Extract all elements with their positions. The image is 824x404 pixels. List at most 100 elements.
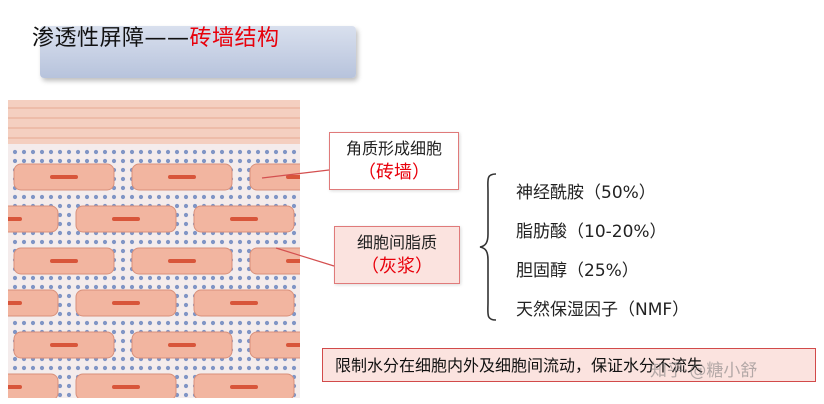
lipid-dot [255,239,261,245]
lipid-dot [147,275,153,281]
lipid-dot [228,356,234,362]
lipid-dot [246,248,252,254]
lipid-dot [12,149,18,155]
lipid-dot [183,374,189,380]
lipid-dot [66,194,72,200]
lipid-dot [48,320,54,326]
lipid-dot [156,275,162,281]
lipid-dot [120,338,126,344]
lipid-dot [66,275,72,281]
lipid-dot [138,365,144,371]
summary-note: 限制水分在细胞内外及细胞间流动，保证水分不流失 [322,348,816,382]
lipid-dot [48,284,54,290]
lipid-dot [93,239,99,245]
lipid-dot [201,320,207,326]
lipid-dot [75,158,81,164]
lipid-dot [210,275,216,281]
lipid-dot [282,239,288,245]
lipid-dot [291,275,297,281]
lipid-dot [57,311,63,317]
lipid-dot [120,176,126,182]
cell-nucleus [8,301,22,305]
cell-brick [8,373,59,398]
lipid-dot [192,284,198,290]
lipid-dot [84,149,90,155]
cell-nucleus [230,385,258,389]
lipid-dot [282,365,288,371]
lipid-dot [129,275,135,281]
lipid-dot [174,239,180,245]
lipid-dot [192,275,198,281]
lipid-dot [93,158,99,164]
lipid-dot [57,392,63,398]
lipid-dot [21,320,27,326]
lipid-dot [129,284,135,290]
lipid-dot [291,203,297,209]
lipid-dot [210,320,216,326]
lipid-dot [12,365,18,371]
lipid-dot [174,149,180,155]
lipid-dot [183,221,189,227]
cell-nucleus [230,217,258,221]
lipid-dot [291,194,297,200]
lipid-dot [21,239,27,245]
lipid-dot [138,158,144,164]
lipid-dot [57,284,63,290]
lipid-dot [255,149,261,155]
lipid-dot [120,329,126,335]
lipid-dot [210,194,216,200]
lipid-dot [120,158,126,164]
lipid-dot [264,149,270,155]
lipid-dot [165,275,171,281]
lipid-dot [192,365,198,371]
lipid-dot [30,365,36,371]
lipid-dot [129,149,135,155]
lipid-dot [12,329,18,335]
lipid-dot [210,149,216,155]
lipid-dot [84,320,90,326]
lipid-dot [102,284,108,290]
lipid-dot [183,302,189,308]
lipid-dot [84,194,90,200]
lipid-dot [48,365,54,371]
cell-bricks [8,163,300,398]
lipid-dot [156,365,162,371]
lipid-dot [39,365,45,371]
lipid-dot [183,284,189,290]
cell-nucleus [50,175,78,179]
lipid-dot [156,194,162,200]
lipid-dot [228,239,234,245]
lipid-dot [237,257,243,263]
lipid-dot [66,230,72,236]
lipid-dot [75,275,81,281]
lipid-dot [120,365,126,371]
lipid-dot [264,365,270,371]
lipid-dot [102,275,108,281]
lipid-dot [291,320,297,326]
lipid-dot [84,275,90,281]
lipid-dot [156,320,162,326]
lipid-dot [273,239,279,245]
lipid-dot [12,239,18,245]
lipid-dot [273,275,279,281]
lipid-dot [21,275,27,281]
lipid-dot [129,329,135,335]
lipid-dot [219,149,225,155]
lipid-dot [111,329,117,335]
lipid-dot [102,320,108,326]
lipid-dot [39,275,45,281]
lipid-dot [66,311,72,317]
lipid-dot [84,284,90,290]
lipid-dot [291,230,297,236]
component-nmf: 天然保湿因子（NMF） [516,300,690,320]
lipid-dot [165,284,171,290]
lipid-dot [282,149,288,155]
lipid-dot [201,239,207,245]
lipid-dot [57,194,63,200]
lipid-dot [129,239,135,245]
lipid-dot [138,149,144,155]
watermark: 知乎 @糖小舒 [650,361,758,381]
component-ceramide: 神经酰胺（50%） [516,183,656,203]
lipid-dot [57,383,63,389]
lipid-dot [129,158,135,164]
